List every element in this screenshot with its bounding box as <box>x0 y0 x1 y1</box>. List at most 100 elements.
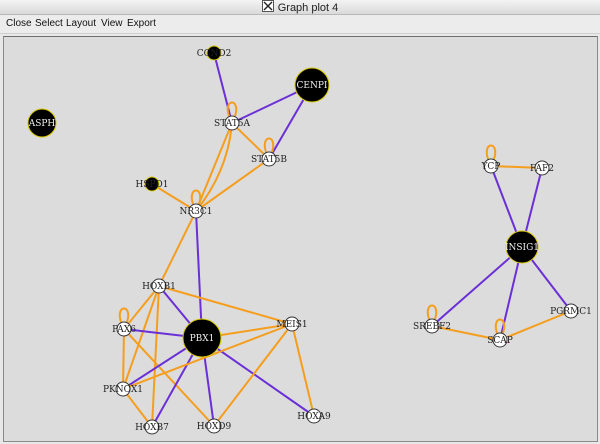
edge-nr3c1-pbx1[interactable] <box>195 210 203 339</box>
node-label: SCAP <box>487 336 513 346</box>
node-label: SREBF2 <box>413 322 451 332</box>
node-label: CCND2 <box>197 49 232 59</box>
node-hoxb1[interactable]: HOXB1 <box>142 278 176 294</box>
edge-pax6-hoxd9[interactable] <box>123 328 215 427</box>
edge-scap-pgrmc1[interactable] <box>499 310 572 341</box>
node-label: PKNOX1 <box>103 385 143 395</box>
menu-export[interactable]: Export <box>127 18 156 29</box>
node-label: HOXA9 <box>297 412 331 422</box>
node-stat5a[interactable]: STAT5A <box>214 115 250 131</box>
self-loop-ycp[interactable] <box>485 144 497 160</box>
node-asph[interactable]: ASPH <box>27 108 57 138</box>
node-circle[interactable] <box>182 318 222 358</box>
edge-hoxb1-meis1[interactable] <box>158 285 293 325</box>
node-circle[interactable] <box>261 151 277 167</box>
menu-bar: Close Select Layout View Export <box>0 15 600 34</box>
node-stat5b[interactable]: STAT5B <box>251 151 287 167</box>
title-bar[interactable]: Graph plot 4 <box>0 0 600 15</box>
self-loop-srebf2[interactable] <box>426 304 438 320</box>
node-pknox1[interactable]: PKNOX1 <box>103 381 143 397</box>
node-circle[interactable] <box>505 230 539 264</box>
node-pax6[interactable]: PAX6 <box>112 321 136 337</box>
node-label: INSIG1 <box>505 243 539 253</box>
self-loop-scap[interactable] <box>494 318 506 334</box>
node-circle[interactable] <box>206 45 222 61</box>
node-hspd1[interactable]: HSPD1 <box>135 176 169 192</box>
node-ycp[interactable]: YCP <box>481 158 501 174</box>
window-title: Graph plot 4 <box>277 2 339 14</box>
node-circle[interactable] <box>144 419 160 435</box>
node-circle[interactable] <box>224 115 240 131</box>
edge-stat5a-nr3c1[interactable] <box>195 122 233 212</box>
edge-stat5a-stat5b[interactable] <box>231 122 270 160</box>
node-circle[interactable] <box>424 318 440 334</box>
edge-stat5a-nr3c1[interactable] <box>195 122 233 212</box>
node-circle[interactable] <box>294 67 330 103</box>
node-ccnd2[interactable]: CCND2 <box>197 45 232 61</box>
node-faf2[interactable]: FAF2 <box>530 160 554 176</box>
node-circle[interactable] <box>188 203 204 219</box>
node-insig1[interactable]: INSIG1 <box>505 230 539 264</box>
edge-hoxb1-hoxb7[interactable] <box>151 285 160 428</box>
node-circle[interactable] <box>483 158 499 174</box>
edge-ycp-faf2[interactable] <box>490 165 543 169</box>
node-label: HOXB1 <box>142 282 176 292</box>
edge-hoxb1-pknox1[interactable] <box>122 285 160 390</box>
node-label: MEIS1 <box>276 320 307 330</box>
edge-meis1-hoxd9[interactable] <box>213 323 293 427</box>
node-srebf2[interactable]: SREBF2 <box>413 318 451 334</box>
node-label: CENPI <box>297 81 328 91</box>
node-circle[interactable] <box>115 381 131 397</box>
node-circle[interactable] <box>144 176 160 192</box>
node-circle[interactable] <box>206 418 222 434</box>
node-circle[interactable] <box>563 303 579 319</box>
node-label: YCP <box>481 162 501 172</box>
edge-insig1-srebf2[interactable] <box>431 246 523 327</box>
edge-srebf2-scap[interactable] <box>431 325 501 341</box>
node-circle[interactable] <box>534 160 550 176</box>
node-circle[interactable] <box>306 408 322 424</box>
node-circle[interactable] <box>27 108 57 138</box>
node-label: PGRMC1 <box>550 307 592 317</box>
node-label: PBX1 <box>190 334 215 344</box>
node-circle[interactable] <box>151 278 167 294</box>
node-label: FAF2 <box>530 164 554 174</box>
self-loop-stat5a[interactable] <box>226 101 238 117</box>
edge-hspd1-nr3c1[interactable] <box>151 183 197 212</box>
x11-app-icon <box>261 0 274 12</box>
self-loop-stat5b[interactable] <box>263 137 275 153</box>
node-label: HOXD9 <box>197 422 232 432</box>
node-label: NR3C1 <box>180 207 213 217</box>
menu-close[interactable]: Close <box>6 18 32 29</box>
edge-ccnd2-stat5a[interactable] <box>213 52 233 124</box>
self-loop-pax6[interactable] <box>118 307 130 323</box>
node-hoxa9[interactable]: HOXA9 <box>297 408 331 424</box>
edge-meis1-hoxa9[interactable] <box>291 323 315 417</box>
menu-select[interactable]: Select <box>35 18 63 29</box>
edge-pknox1-hoxb7[interactable] <box>122 388 153 428</box>
node-circle[interactable] <box>492 332 508 348</box>
node-scap[interactable]: SCAP <box>487 332 513 348</box>
node-label: STAT5A <box>214 119 250 129</box>
node-pbx1[interactable]: PBX1 <box>182 318 222 358</box>
node-circle[interactable] <box>284 316 300 332</box>
node-label: HSPD1 <box>135 180 168 190</box>
node-hoxb7[interactable]: HOXB7 <box>135 419 169 435</box>
node-cenpi[interactable]: CENPI <box>294 67 330 103</box>
menu-layout[interactable]: Layout <box>66 18 97 29</box>
node-hoxd9[interactable]: HOXD9 <box>197 418 232 434</box>
node-label: PAX6 <box>112 325 136 335</box>
edge-hoxb1-pax6[interactable] <box>123 285 160 330</box>
node-pgrmc1[interactable]: PGRMC1 <box>550 303 592 319</box>
node-meis1[interactable]: MEIS1 <box>276 316 308 332</box>
edge-nr3c1-hoxb1[interactable] <box>158 210 197 287</box>
node-nr3c1[interactable]: NR3C1 <box>180 203 213 219</box>
self-loop-nr3c1[interactable] <box>190 189 202 205</box>
edge-stat5b-nr3c1[interactable] <box>195 158 270 212</box>
menu-view[interactable]: View <box>101 18 123 29</box>
edge-pax6-pknox1[interactable] <box>122 328 125 390</box>
node-circle[interactable] <box>116 321 132 337</box>
